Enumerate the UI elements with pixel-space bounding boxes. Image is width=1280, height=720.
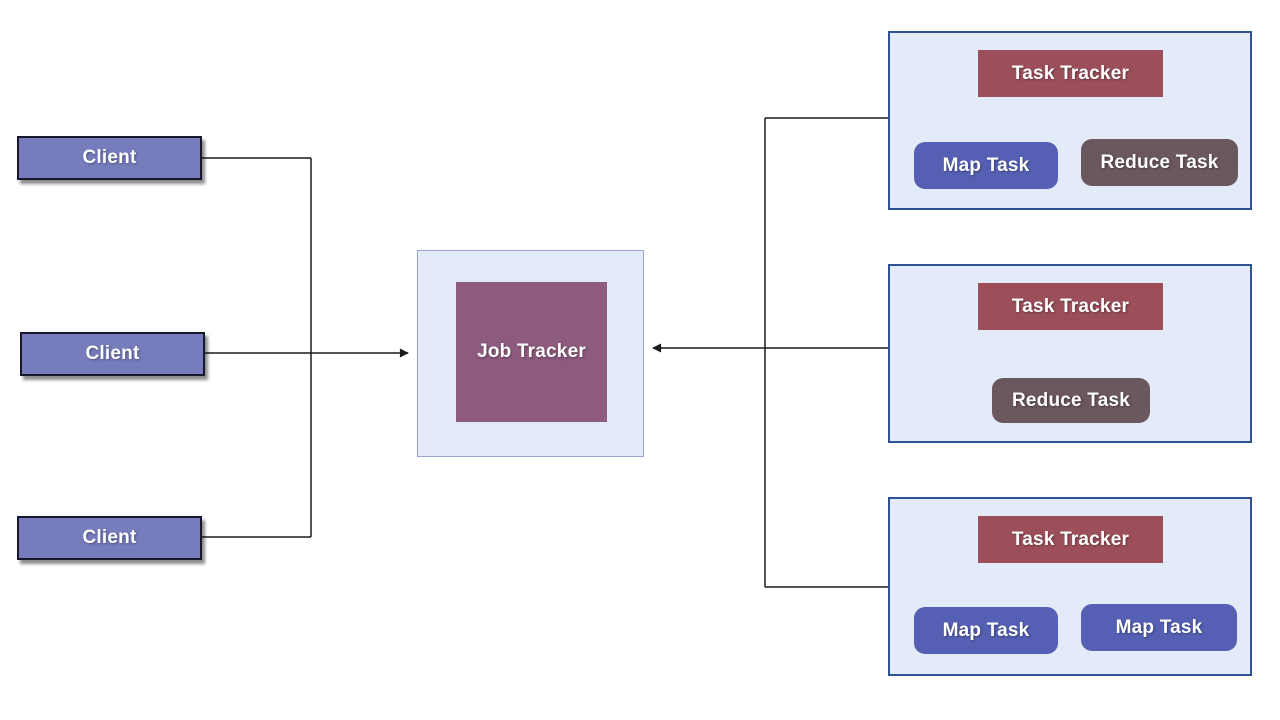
task-tracker-box-1: Task Tracker xyxy=(978,50,1163,97)
task-tracker-box-2: Task Tracker xyxy=(978,283,1163,330)
client-box-2: Client xyxy=(20,332,205,376)
client-box-1: Client xyxy=(17,136,202,180)
task-node-3: Task Tracker Map Task Map Task xyxy=(888,497,1252,676)
map-task-box: Map Task xyxy=(1081,604,1237,651)
map-task-box: Map Task xyxy=(914,607,1058,654)
job-tracker-box: Job Tracker xyxy=(456,282,607,422)
task-node-1: Task Tracker Map Task Reduce Task xyxy=(888,31,1252,210)
job-tracker-container: Job Tracker xyxy=(417,250,644,457)
reduce-task-box: Reduce Task xyxy=(992,378,1150,423)
task-tracker-box-3: Task Tracker xyxy=(978,516,1163,563)
task-node-2: Task Tracker Reduce Task xyxy=(888,264,1252,443)
reduce-task-box: Reduce Task xyxy=(1081,139,1238,186)
map-task-box: Map Task xyxy=(914,142,1058,189)
client-box-3: Client xyxy=(17,516,202,560)
